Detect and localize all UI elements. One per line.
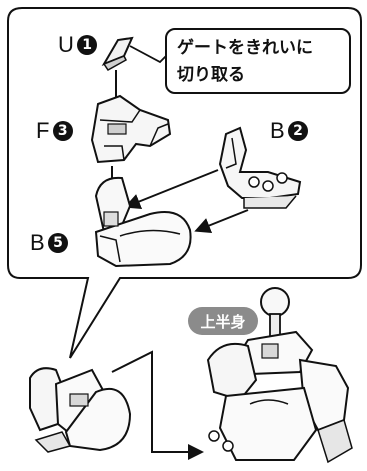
mech-upper-body-icon	[206, 287, 353, 464]
callout-line-1: ゲートをきれいに	[177, 38, 313, 58]
gate-part-icon	[101, 36, 134, 71]
part-label-b5: B 5	[30, 230, 69, 256]
arrow-b2-to-b5-upper	[124, 169, 219, 209]
step-number-badge: 3	[52, 121, 73, 141]
arrow-to-upper-body	[111, 350, 204, 460]
upper-body-badge: 上半身	[188, 307, 258, 335]
part-letter: B	[270, 118, 286, 143]
callout-connector	[129, 45, 167, 64]
step-number-badge: 2	[288, 121, 309, 141]
arrow-b2-to-b5-lower	[194, 209, 249, 233]
step-number-badge: 5	[48, 233, 69, 253]
part-label-b2: B 2	[270, 118, 309, 144]
part-letter: F	[36, 118, 50, 143]
part-letter: U	[58, 32, 75, 57]
part-letter: B	[30, 230, 46, 255]
part-label-u1: U 1	[58, 32, 98, 58]
step-number-badge: 1	[77, 35, 98, 55]
back-panel-icon	[218, 126, 302, 209]
part-label-f3: F 3	[36, 118, 73, 144]
callout-line-2: 切り取る	[177, 65, 245, 85]
chest-armor-icon	[90, 94, 172, 164]
assembled-torso-icon	[29, 367, 132, 453]
torso-core-icon	[94, 176, 192, 268]
instruction-callout: ゲートをきれいに 切り取る	[165, 28, 351, 94]
